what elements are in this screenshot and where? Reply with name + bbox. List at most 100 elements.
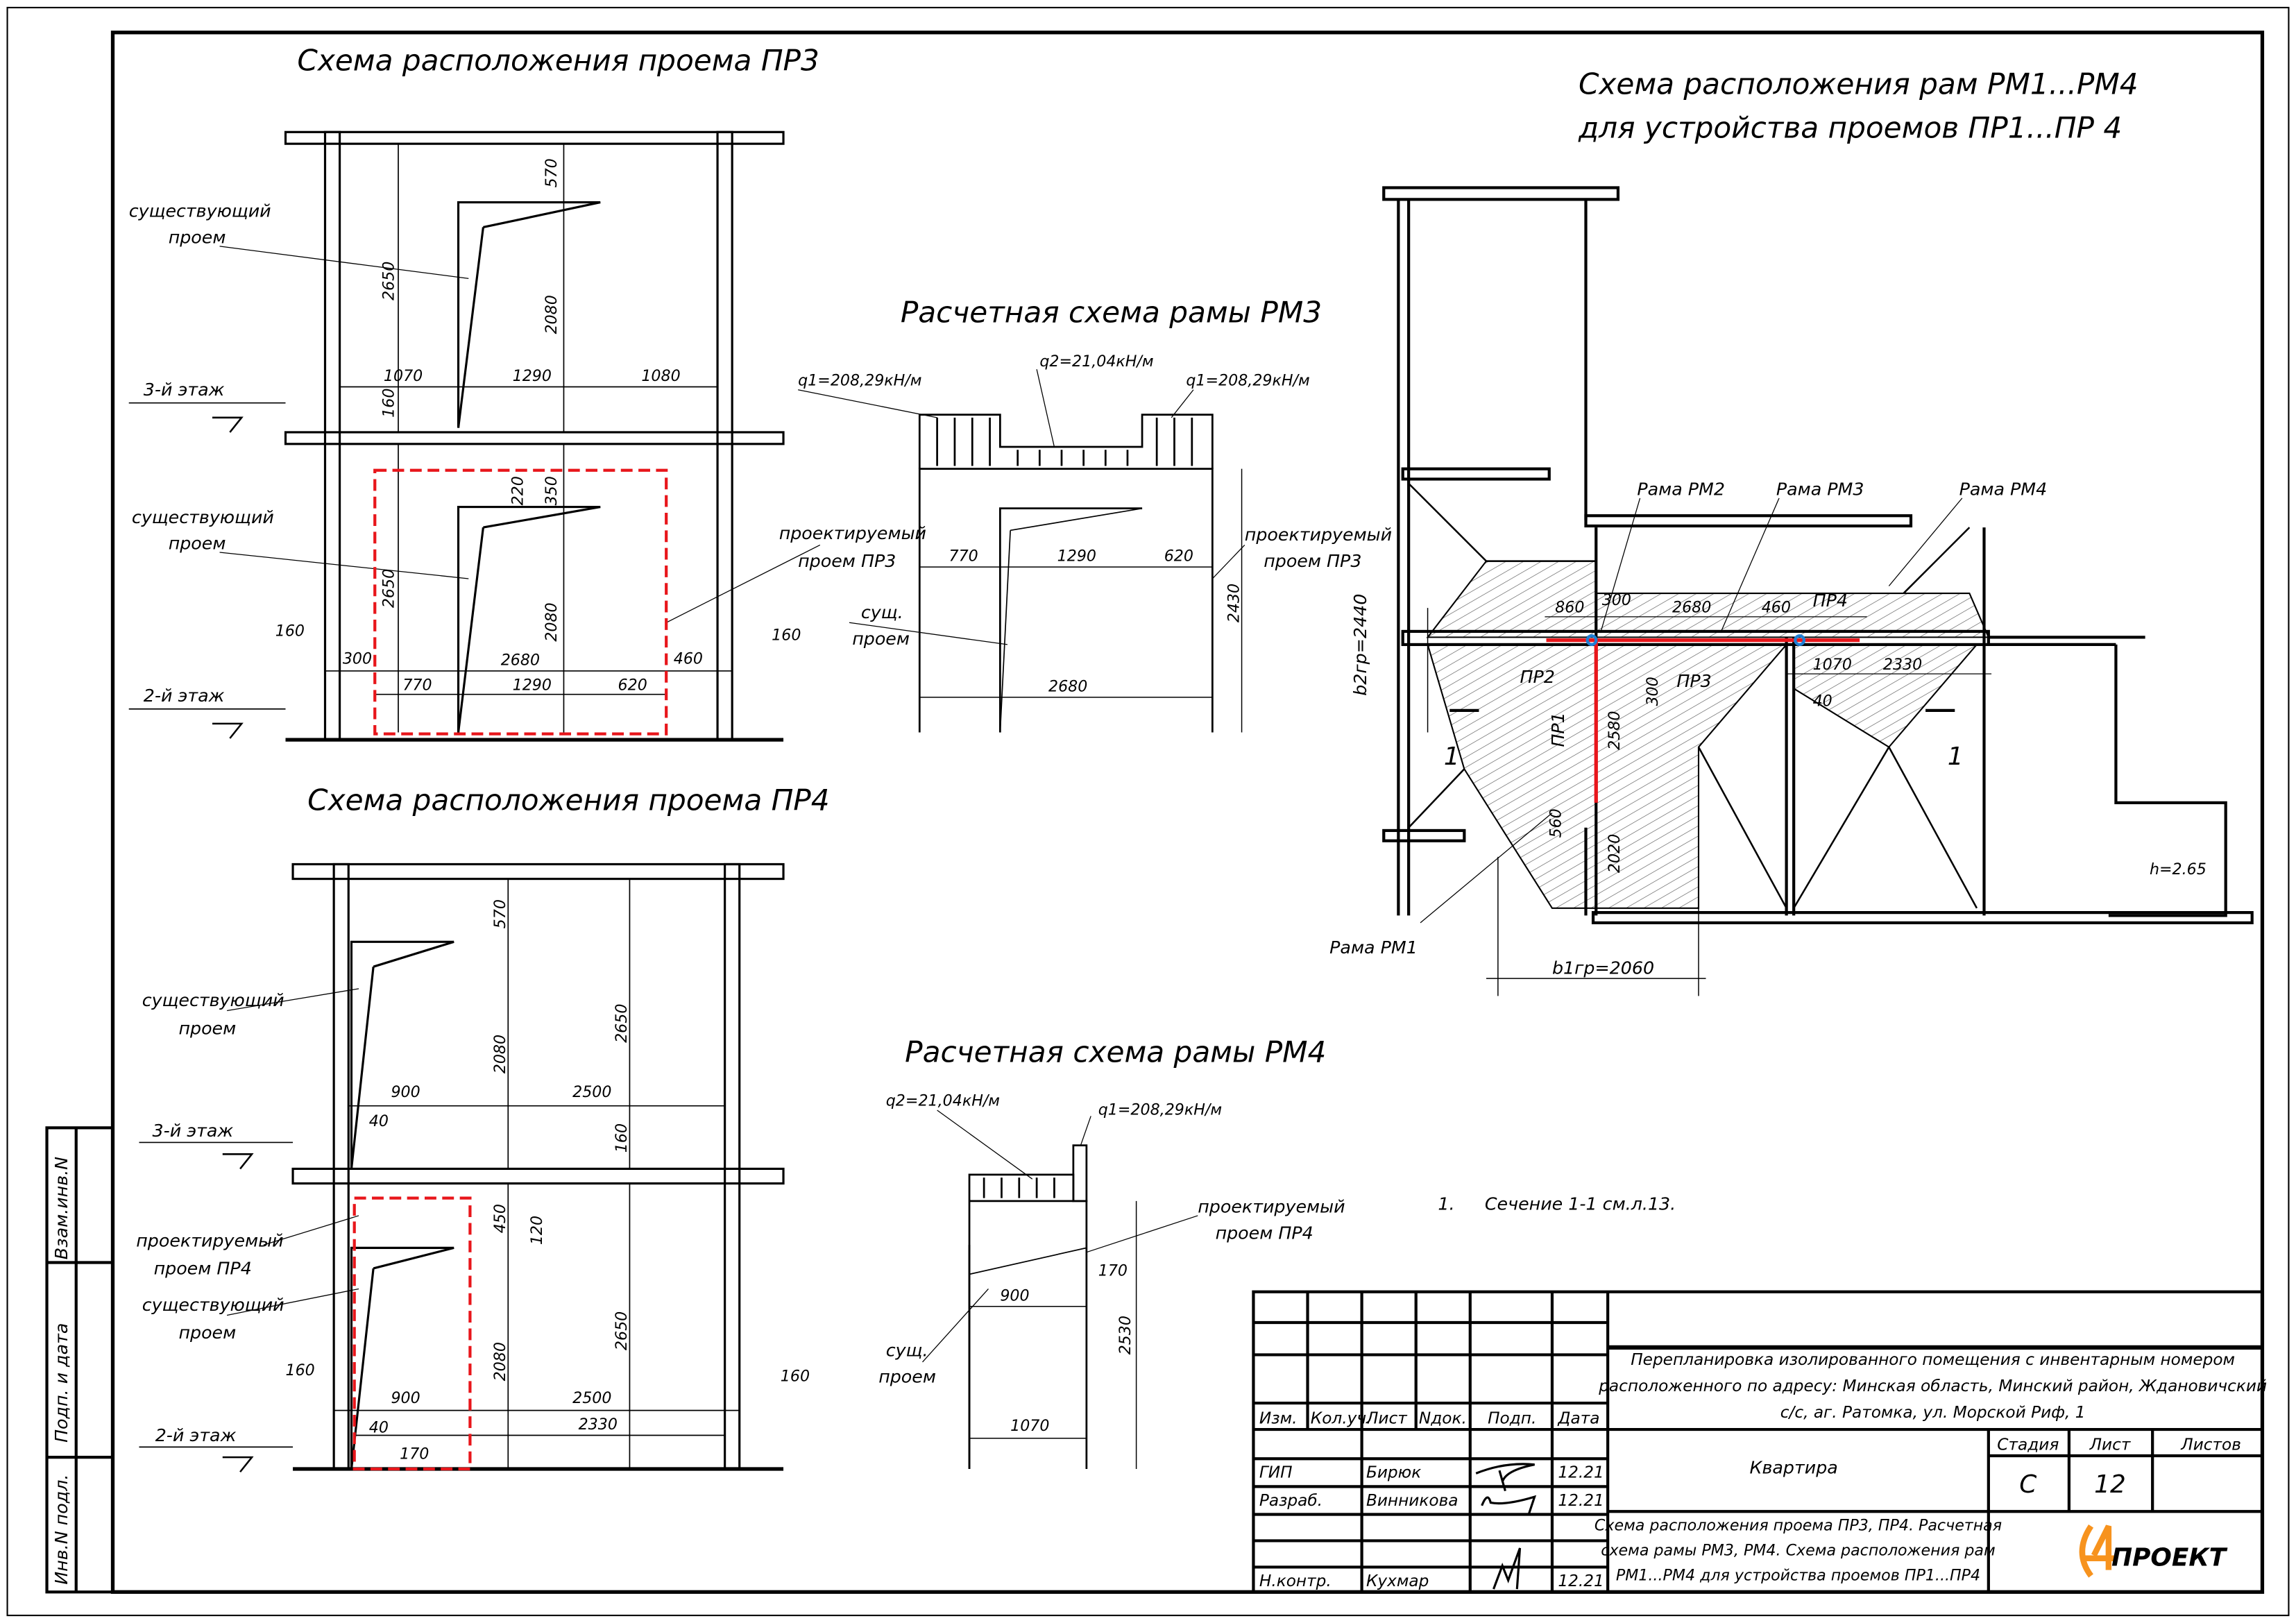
drawing-label: существующий [142,989,284,1010]
drawing-label: существующий [132,507,274,527]
drawing-label: 1070 [1010,1417,1049,1435]
drawing-label: Рама РМ3 [1776,479,1864,500]
drawing-label: схема рамы РМ3, РМ4. Схема расположения … [1601,1542,1995,1560]
drawing-label: 2-й этаж [144,685,225,706]
drawing-label: существующий [142,1294,284,1315]
stamp-orig-inv: Инв.N подл. [51,1475,71,1585]
drawing-label: 2430 [1225,584,1243,622]
drawing-label: с/с, аг. Ратомка, ул. Морской Риф, 1 [1780,1403,2086,1422]
drawing-label: 460 [1762,598,1791,616]
drawing-label: ПР3 [1676,670,1711,691]
drawing-label: 2080 [491,1342,509,1381]
drawing-label: 2500 [572,1083,611,1101]
drawing-label: 2530 [1116,1316,1134,1354]
drawing-label: 12 [2094,1470,2126,1499]
pr3-title: Схема расположения проема ПР3 [297,44,819,78]
drawing-label: 900 [391,1083,420,1101]
drawing-label: Лист [2089,1436,2132,1454]
drawing-label: Nдок. [1419,1409,1467,1428]
drawing-label: 770 [402,676,432,694]
drawing-label: 2020 [1606,834,1624,873]
drawing-label: проем [169,227,226,248]
joint-marker [1794,634,1806,647]
drawing-label: Рама РМ1 [1329,937,1418,958]
drawing-label: 570 [543,158,561,187]
joint-marker [1585,634,1598,647]
drawing-label: 1290 [513,367,552,385]
drawing-label: 1 [1444,742,1460,771]
drawing-label: 40 [1813,692,1832,711]
signatures [1475,1463,1537,1590]
drawing-label: проем ПР4 [1216,1223,1313,1243]
drawing-label: Разраб. [1259,1491,1323,1510]
drawing-label: 1290 [513,676,552,694]
drawing-label: 2330 [579,1416,618,1434]
pm3-calc-scheme: Расчетная схема рамы РМ3 q1=208,29кН/м q… [798,296,1392,733]
drawing-label: Лист [1366,1409,1408,1428]
pr4-scheme: Схема расположения проема ПР4 [136,783,830,1473]
drawing-label: 12.21 [1558,1491,1604,1510]
drawing-label: проектируемый [779,522,926,543]
drawing-label: Листов [2180,1436,2241,1454]
drawing-label: Перепланировка изолированного помещения … [1631,1350,2235,1369]
drawing-label: 2-й этаж [155,1425,237,1445]
drawing-label: 2330 [1883,656,1922,674]
side-stamp [45,1126,114,1594]
drawing-label: h=2.65 [2150,860,2206,878]
drawing-label: 770 [949,547,978,566]
drawing-label: 620 [618,676,647,694]
drawing-label: Рама РМ4 [1959,479,2048,500]
drawing-label: ГИП [1259,1463,1293,1482]
drawing-label: 12.21 [1558,1463,1604,1482]
drawing-label: проем [169,533,226,554]
pr3-scheme: Схема расположения проема ПР3 [129,44,926,742]
drawing-label: 2650 [380,262,398,300]
title-block: Изм. Кол.уч. Лист Nдок. Подп. Дата ГИП Б… [1252,1290,2267,1594]
drawing-label: проем ПР3 [798,550,896,571]
note-number: 1. [1438,1193,1454,1214]
drawing-label: существующий [129,201,271,221]
outer-border [6,6,2290,1617]
drawing-label: 160 [781,1367,810,1385]
pm4-calc-scheme: Расчетная схема рамы РМ4 q2=21,04кН/м q1… [878,1035,1345,1470]
drawing-label: 2080 [543,602,561,641]
stamp-replace-inv: Взам.инв.N [51,1157,71,1259]
drawing-label: 160 [380,389,398,418]
drawing-label: РМ1...РМ4 для устройства проемов ПР1...П… [1616,1566,1980,1584]
drawing-label: проем [178,1017,236,1038]
drawing-label: 350 [543,476,561,505]
drawing-label: 1070 [384,367,423,385]
pm3-title: Расчетная схема рамы РМ3 [901,296,1322,330]
pr3-designed-opening-outline [373,468,668,736]
drawing-label: 3-й этаж [152,1120,233,1141]
drawing-label: 3-й этаж [144,379,225,400]
drawing-label: 2080 [543,295,561,334]
drawing-label: 2680 [1672,598,1711,616]
drawing-label: Винникова [1366,1491,1459,1510]
frames-layout-plan: Схема расположения рам РМ1...РМ4 для уст… [1329,67,2254,996]
drawing-label: проем ПР4 [154,1257,252,1278]
drawing-label: проем [878,1366,936,1387]
drawing-label: 170 [400,1445,429,1463]
drawing-label: сущ. [861,602,903,622]
inner-frame [110,31,2265,1594]
drawing-label: q2=21,04кН/м [886,1092,1000,1110]
drawing-label: 2650 [613,1311,631,1350]
drawing-label: b2гр=2440 [1350,594,1370,696]
drawing-label: 2580 [1606,711,1624,750]
drawing-label: 450 [491,1204,509,1233]
drawing-label: 2650 [613,1004,631,1043]
drawing-label: 300 [1644,677,1662,706]
drawing-label: 160 [286,1361,315,1379]
drawing-label: 220 [509,476,527,505]
drawing-label: 570 [491,899,509,928]
drawing-label: проектируемый [1245,524,1392,545]
drawing-label: 560 [1547,808,1565,838]
drawing-label: 2680 [501,651,540,669]
drawing-label: 900 [1000,1286,1029,1305]
drawing-label: проем [178,1322,236,1343]
drawing-label: 860 [1555,598,1584,616]
drawing-label: Схема расположения проема ПР3, ПР4. Расч… [1595,1517,2002,1535]
drawing-label: 900 [391,1389,420,1407]
